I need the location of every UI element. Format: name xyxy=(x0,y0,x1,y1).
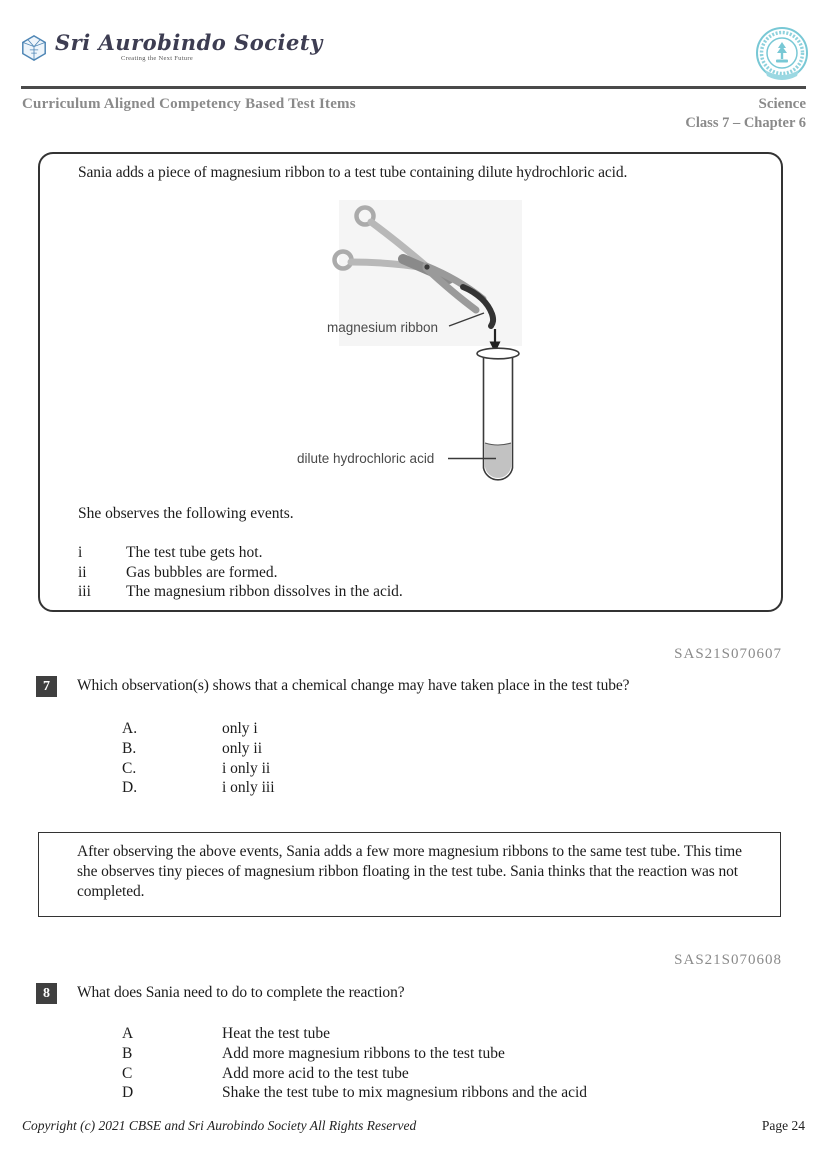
observe-line: She observes the following events. xyxy=(78,505,294,522)
option-text: i only iii xyxy=(222,779,275,797)
subject-block: Science Class 7 – Chapter 6 xyxy=(685,96,806,132)
item-code-q8: SAS21S070608 xyxy=(674,952,782,968)
option-text: Add more magnesium ribbons to the test t… xyxy=(222,1044,505,1062)
magnesium-ribbon-shape xyxy=(460,284,497,329)
event-num: i xyxy=(78,544,83,561)
society-logo-text: Sri Aurobindo Society xyxy=(55,30,323,55)
option-text: Add more acid to the test tube xyxy=(222,1064,409,1082)
events-list: i The test tube gets hot. ii Gas bubbles… xyxy=(78,543,403,602)
question-number-badge: 7 xyxy=(36,676,57,697)
option-text: i only ii xyxy=(222,759,271,777)
option-row: A. only i xyxy=(122,719,275,739)
tongs-illustration xyxy=(332,205,487,314)
scenario-box-1: Sania adds a piece of magnesium ribbon t… xyxy=(38,152,783,612)
option-letter: C xyxy=(122,1064,133,1082)
option-letter: D. xyxy=(122,779,138,797)
test-tube-illustration xyxy=(476,347,520,481)
option-text: Shake the test tube to mix magnesium rib… xyxy=(222,1084,588,1102)
question-7: 7 Which observation(s) shows that a chem… xyxy=(36,676,777,697)
question-8: 8 What does Sania need to do to complete… xyxy=(36,983,777,1004)
option-text: Heat the test tube xyxy=(222,1025,331,1042)
society-logo-icon xyxy=(22,35,46,61)
option-letter: A xyxy=(122,1025,134,1042)
event-num: iii xyxy=(78,583,91,601)
question-number-badge: 8 xyxy=(36,983,57,1004)
event-text: The test tube gets hot. xyxy=(126,544,263,561)
scenario-box-2: After observing the above events, Sania … xyxy=(38,832,781,917)
question-7-options: A. only i B. only ii C. i only ii D. i o… xyxy=(122,719,275,798)
question-text: What does Sania need to do to complete t… xyxy=(77,984,405,1001)
document-title: Curriculum Aligned Competency Based Test… xyxy=(22,96,356,112)
option-letter: D xyxy=(122,1084,134,1102)
question-text: Which observation(s) shows that a chemic… xyxy=(77,677,630,694)
society-logo-tagline: Creating the Next Future xyxy=(121,55,194,62)
header-divider xyxy=(21,86,806,89)
drop-arrow-icon xyxy=(489,329,501,353)
class-chapter-label: Class 7 – Chapter 6 xyxy=(685,115,806,131)
option-row: B. only ii xyxy=(122,739,275,759)
option-row: D Shake the test tube to mix magnesium r… xyxy=(122,1083,587,1103)
option-text: only ii xyxy=(222,739,263,757)
cbse-emblem-icon xyxy=(756,27,808,80)
event-num: ii xyxy=(78,563,87,581)
copyright-text: Copyright (c) 2021 CBSE and Sri Aurobind… xyxy=(22,1118,417,1133)
event-item: ii Gas bubbles are formed. xyxy=(78,563,403,583)
subject-label: Science xyxy=(758,96,806,112)
scenario2-text: After observing the above events, Sania … xyxy=(77,843,742,900)
society-logo: Sri Aurobindo Society Creating the Next … xyxy=(20,30,323,62)
acid-liquid-shape xyxy=(485,443,511,478)
option-letter: C. xyxy=(122,759,137,777)
item-code-q7: SAS21S070607 xyxy=(674,646,782,662)
page-number: Page 24 xyxy=(761,1118,805,1133)
option-row: C. i only ii xyxy=(122,759,275,779)
question-8-options: A Heat the test tube B Add more magnesiu… xyxy=(122,1024,587,1103)
acid-label: dilute hydrochloric acid xyxy=(297,451,434,466)
event-item: iii The magnesium ribbon dissolves in th… xyxy=(78,582,403,602)
option-text: only i xyxy=(222,720,258,737)
event-item: i The test tube gets hot. xyxy=(78,543,403,563)
event-text: Gas bubbles are formed. xyxy=(126,563,278,581)
option-letter: A. xyxy=(122,720,138,737)
ribbon-label: magnesium ribbon xyxy=(327,320,438,335)
scenario1-intro-text: Sania adds a piece of magnesium ribbon t… xyxy=(78,164,628,181)
experiment-figure: magnesium ribbon dilute hydrochloric aci… xyxy=(297,200,522,481)
option-row: B Add more magnesium ribbons to the test… xyxy=(122,1044,587,1064)
option-row: C Add more acid to the test tube xyxy=(122,1064,587,1084)
event-text: The magnesium ribbon dissolves in the ac… xyxy=(126,583,403,601)
option-letter: B. xyxy=(122,739,137,757)
option-row: A Heat the test tube xyxy=(122,1024,587,1044)
option-row: D. i only iii xyxy=(122,778,275,798)
option-letter: B xyxy=(122,1044,133,1062)
